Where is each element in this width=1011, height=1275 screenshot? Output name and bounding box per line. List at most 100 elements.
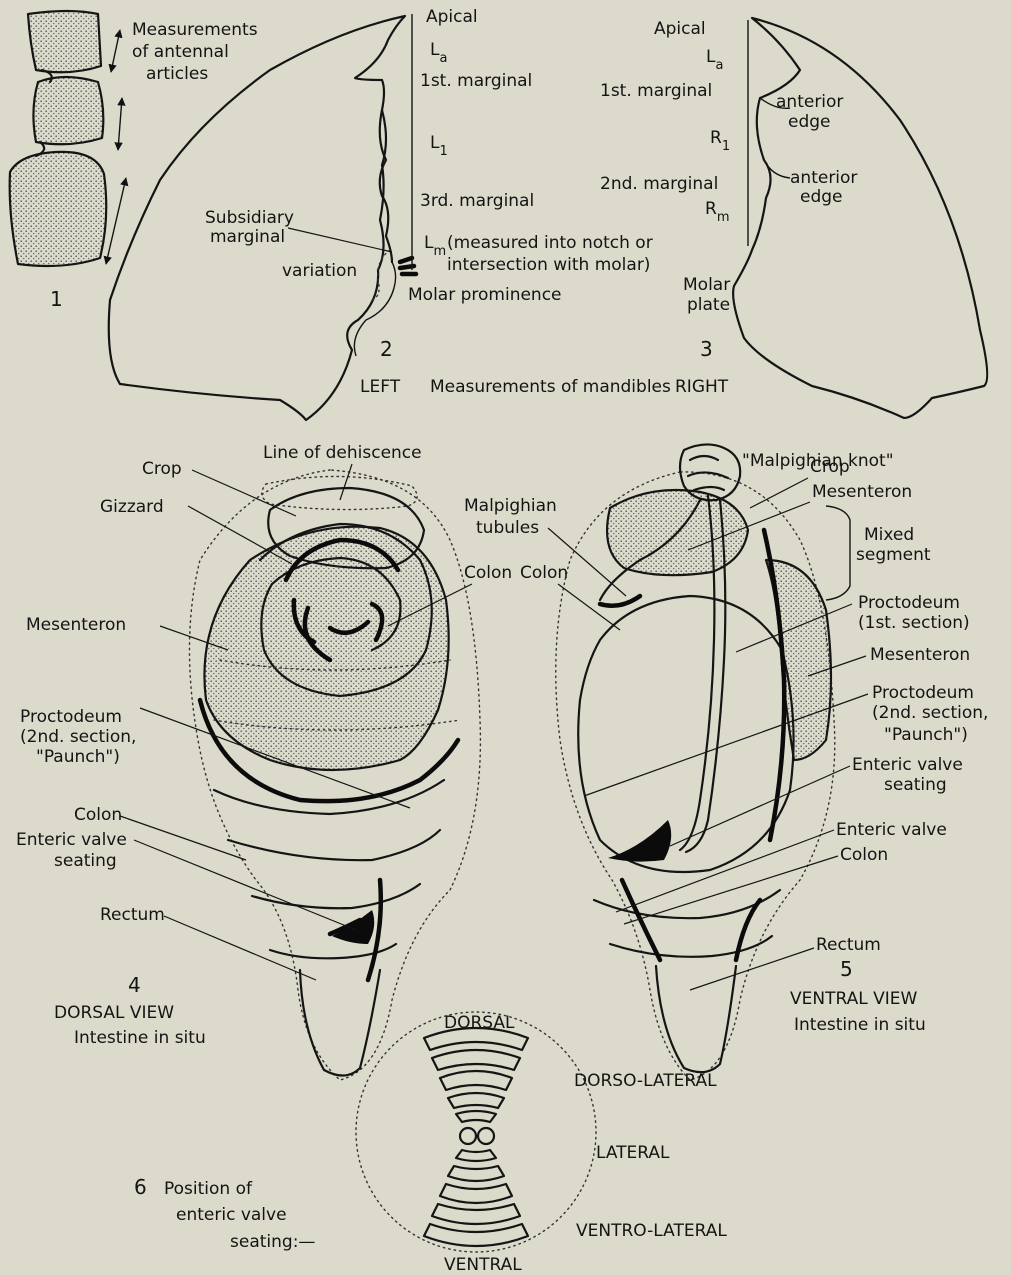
fig4-paunch xyxy=(204,527,448,770)
measure-line-3 xyxy=(106,178,126,264)
fig5-crop-label: Crop xyxy=(810,457,850,477)
fig2-la: La xyxy=(430,40,447,66)
fig6-dorso-lateral: DORSO-LATERAL xyxy=(574,1071,717,1091)
fig1-number: 1 xyxy=(50,287,63,311)
fig5-view: VENTRAL VIEW xyxy=(790,989,917,1009)
fig2-lm: Lm xyxy=(424,233,446,259)
fig2-subsidiary-line1: Subsidiary xyxy=(205,208,294,228)
fig2-first-marginal: 1st. marginal xyxy=(420,71,532,91)
fig5-mixed-line1: Mixed xyxy=(864,525,914,545)
fig5-rectum-label: Rectum xyxy=(816,935,881,955)
fig5-proctodeum2-line1: Proctodeum xyxy=(872,683,974,703)
antennal-article-1 xyxy=(28,11,101,72)
antennal-article-2 xyxy=(33,77,103,144)
fig3-la: La xyxy=(706,47,723,73)
fig3-anterior-edge-2a: anterior xyxy=(790,168,857,188)
fig6-caption-line2: enteric valve xyxy=(176,1205,287,1225)
fig4-dehiscence-leader xyxy=(340,464,352,500)
fig1-antenna: Measurements of antennal articles 1 xyxy=(10,11,258,311)
fig2-number: 2 xyxy=(380,337,393,361)
fig4-sub: Intestine in situ xyxy=(74,1028,206,1048)
fig2-lm-note-line1: (measured into notch or xyxy=(447,233,653,253)
measure-line-2 xyxy=(118,98,122,150)
fig5-enteric-valve-wedge xyxy=(608,820,671,862)
fig3-molar-plate-line1: Molar xyxy=(683,275,730,295)
measure-line-1 xyxy=(111,30,120,72)
fig2-lm-note-line2: intersection with molar) xyxy=(447,255,650,275)
fig6-dorsal: DORSAL xyxy=(444,1013,515,1033)
fig4-colon-lower-leader xyxy=(120,816,246,860)
fig6-valve-position: DORSAL DORSO-LATERAL LATERAL VENTRO-LATE… xyxy=(134,1012,727,1275)
fig5-mixed-line2: segment xyxy=(856,545,931,565)
fig5-proctodeum2-line3: "Paunch") xyxy=(884,725,968,745)
fig4-dorsal-view: Line of dehiscence Crop Gizzard Colon Me… xyxy=(16,443,512,1080)
fig1-caption-line1: Measurements xyxy=(132,20,258,40)
fig5-number: 5 xyxy=(840,957,853,981)
mandible-caption: LEFT Measurements of mandibles RIGHT xyxy=(360,377,729,397)
fig4-rectum-label: Rectum xyxy=(100,905,165,925)
fig4-enteric-valve-wedge xyxy=(332,910,374,944)
fig5-enteric-valve-label: Enteric valve xyxy=(836,820,947,840)
antennal-article-3 xyxy=(10,152,107,266)
fig5-malpighian-line1: Malpighian xyxy=(464,496,557,516)
fig2-l1: L1 xyxy=(430,133,448,159)
fig3-r1: R1 xyxy=(710,128,730,154)
fig4-number: 4 xyxy=(128,973,141,997)
fig6-caption-line1: Position of xyxy=(164,1179,253,1199)
fig5-paunch xyxy=(578,596,793,872)
fig4-mesenteron-label: Mesenteron xyxy=(26,615,126,635)
fig5-enteric-seating-line2: seating xyxy=(884,775,947,795)
fig4-line-of-dehiscence: Line of dehiscence xyxy=(263,443,422,463)
fig4-tail xyxy=(300,970,380,1076)
fig3-number: 3 xyxy=(700,337,713,361)
fig4-proctodeum-line1: Proctodeum xyxy=(20,707,122,727)
fig4-gizzard-leader xyxy=(188,506,292,564)
fig5-enteric-seating-line1: Enteric valve xyxy=(852,755,963,775)
fig4-crop-label: Crop xyxy=(142,459,182,479)
fig5-tail xyxy=(656,966,736,1072)
fig5-rectum-leader xyxy=(690,948,814,990)
fig2-third-marginal: 3rd. marginal xyxy=(420,191,534,211)
fig5-proctodeum2-leader xyxy=(584,694,868,796)
fig3-anterior-edge-1a: anterior xyxy=(776,92,843,112)
fig1-caption-line2: of antennal xyxy=(132,42,229,62)
fig4-colon-lower-label: Colon xyxy=(74,805,122,825)
fig3-first-marginal: 1st. marginal xyxy=(600,81,712,101)
fig5-colon-thick xyxy=(600,530,784,840)
fig4-proctodeum-line2: (2nd. section, xyxy=(20,727,136,747)
fig6-arcs xyxy=(424,1028,528,1246)
caption-center: Measurements of mandibles xyxy=(430,377,671,397)
fig4-view: DORSAL VIEW xyxy=(54,1003,174,1023)
left-mandible-notch xyxy=(400,258,416,274)
fig4-enteric-line2: seating xyxy=(54,851,117,871)
fig6-ventral: VENTRAL xyxy=(444,1255,522,1275)
fig5-colon-upper-label: Colon xyxy=(520,563,568,583)
fig6-ventro-lateral: VENTRO-LATERAL xyxy=(576,1221,727,1241)
fig4-enteric-line1: Enteric valve xyxy=(16,830,127,850)
fig3-molar-plate-line2: plate xyxy=(687,295,730,315)
fig5-ventral-view: "Malpighian knot" Crop Mesenteron Malpig… xyxy=(464,444,988,1080)
fig2-molar-prominence: Molar prominence xyxy=(408,285,562,305)
fig6-caption-line3: seating:— xyxy=(230,1232,315,1252)
fig5-mesenteron-right-label: Mesenteron xyxy=(870,645,970,665)
fig4-gizzard-label: Gizzard xyxy=(100,497,164,517)
fig4-rectum-leader xyxy=(164,916,316,980)
fig5-proctodeum1-line2: (1st. section) xyxy=(858,613,970,633)
right-mandible-outline xyxy=(733,18,987,418)
fig5-malpighian-line2: tubules xyxy=(476,518,539,538)
fig3-apical: Apical xyxy=(654,19,706,39)
fig5-rectum-thick xyxy=(622,880,760,960)
fig4-crop-leader xyxy=(192,470,296,516)
fig4-colon-upper-label: Colon xyxy=(464,563,512,583)
fig3-right-mandible: Apical La 1st. marginal anterior edge R1… xyxy=(600,18,987,418)
fig2-apical: Apical xyxy=(426,7,478,27)
fig5-colon-lower-label: Colon xyxy=(840,845,888,865)
fig4-proctodeum-line3: "Paunch") xyxy=(36,747,120,767)
caption-left: LEFT xyxy=(360,377,401,397)
fig3-anterior-edge-1b: edge xyxy=(788,112,831,132)
fig3-rm: Rm xyxy=(705,199,729,225)
fig2-subsidiary-line2: marginal xyxy=(210,227,285,247)
fig5-proctodeum2-line2: (2nd. section, xyxy=(872,703,988,723)
fig6-lateral: LATERAL xyxy=(596,1143,670,1163)
